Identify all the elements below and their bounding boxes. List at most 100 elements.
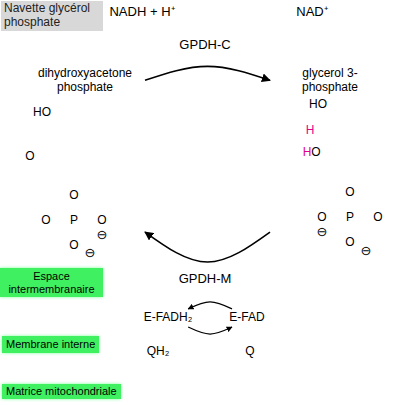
illustration-part <box>81 219 95 220</box>
illustration-part <box>295 314 296 337</box>
illustration-part <box>23 314 24 337</box>
illustration-part <box>70 365 85 380</box>
reaction-arrow <box>145 66 270 80</box>
illustration-part <box>36 299 51 314</box>
illustration-part <box>19 365 34 380</box>
illustration-part <box>114 341 115 364</box>
illustration-part <box>19 299 34 314</box>
illustration-part <box>335 341 336 364</box>
illustration-part <box>104 365 119 380</box>
illustration-part <box>138 365 153 380</box>
illustration-part <box>329 314 330 337</box>
illustration-part <box>363 341 364 364</box>
illustration-part <box>342 299 357 314</box>
illustration-part <box>308 299 323 314</box>
illustration-part <box>295 341 296 364</box>
illustration-part <box>240 365 255 380</box>
illustration-part <box>87 299 102 314</box>
illustration-part <box>318 314 319 337</box>
illustration-part <box>227 341 228 364</box>
illustration-part <box>308 365 323 380</box>
illustration-part <box>57 314 58 337</box>
illustration-part <box>73 227 74 238</box>
illustration-part <box>176 341 177 364</box>
atom-label: P <box>70 214 78 227</box>
atom-label: O <box>69 239 78 252</box>
illustration-part <box>70 299 85 314</box>
region-label: Membrane interne <box>2 336 99 353</box>
illustration-part <box>274 299 289 314</box>
illustration-part <box>316 133 336 143</box>
ellipse-fill <box>222 307 272 330</box>
node-text: Membrane interne <box>6 338 95 351</box>
illustration-part <box>326 110 338 124</box>
illustration-part <box>216 341 217 364</box>
illustration-part <box>53 365 68 380</box>
illustration-part <box>357 213 371 214</box>
ellipse-fill <box>130 294 280 342</box>
illustration-part <box>312 341 313 364</box>
illustration-part <box>338 146 350 168</box>
illustration-part <box>323 148 336 151</box>
illustration-part <box>342 365 357 380</box>
atom-label: ⊖ <box>317 225 328 239</box>
illustration-part <box>284 341 285 364</box>
ellipse-fill <box>134 307 201 330</box>
atom-label: ⊖ <box>85 246 96 260</box>
illustration-part <box>62 156 74 176</box>
atom-label: O <box>311 146 320 159</box>
atom-label: HO <box>33 106 51 119</box>
illustration-part <box>193 314 194 337</box>
atom-label: H <box>306 124 315 137</box>
illustration-part <box>49 119 62 132</box>
illustration-part <box>318 341 319 364</box>
chemical-bonds <box>38 110 371 238</box>
atom-label: O <box>25 150 34 163</box>
illustration-part <box>131 341 132 364</box>
illustration-part <box>108 314 109 337</box>
illustration-part <box>349 168 350 185</box>
illustration-part <box>363 314 364 337</box>
illustration-part <box>121 299 136 314</box>
illustration-part <box>53 216 67 217</box>
illustration-part <box>352 341 353 364</box>
illustration-part <box>312 314 313 337</box>
illustration-part <box>329 216 343 217</box>
illustration-part <box>206 299 221 314</box>
node-text: glycerol 3-phosphate <box>290 67 370 95</box>
illustration-part <box>38 152 62 153</box>
illustration-part <box>87 365 102 380</box>
illustration-part <box>369 341 370 364</box>
illustration-part <box>278 314 279 337</box>
illustration-part <box>38 158 62 159</box>
enzyme-state: E-FAD <box>222 307 272 330</box>
atom-label: ⊖ <box>97 228 108 242</box>
enzyme-ellipse: GPDH-C <box>150 28 260 62</box>
illustration-part <box>193 341 194 364</box>
illustration-part <box>261 341 262 364</box>
quinone-arrow <box>170 359 242 372</box>
illustration-part <box>104 299 119 314</box>
quinone-label: Q <box>243 345 256 358</box>
illustration-part <box>267 314 268 337</box>
illustration-part <box>73 176 74 188</box>
atom-label: O <box>345 236 354 249</box>
reaction-arrow <box>145 232 270 262</box>
illustration-part <box>335 314 336 337</box>
atom-label: O <box>345 186 354 199</box>
illustration-part <box>121 365 136 380</box>
illustration-part <box>386 314 387 337</box>
illustration-part <box>301 314 302 337</box>
illustration-part <box>74 314 75 337</box>
illustration-part <box>46 314 47 337</box>
illustration-part <box>131 314 132 337</box>
illustration-part <box>223 365 238 380</box>
node-text: Espace intermembranaire <box>4 270 99 295</box>
illustration-part <box>325 365 340 380</box>
diagram-title: Navette glycérol phosphate <box>1 1 103 31</box>
illustration-part <box>357 219 371 220</box>
quinone-label: QH₂ <box>145 345 172 358</box>
illustration-part <box>12 314 13 337</box>
illustration-part <box>227 314 228 337</box>
illustration-part <box>73 202 74 213</box>
